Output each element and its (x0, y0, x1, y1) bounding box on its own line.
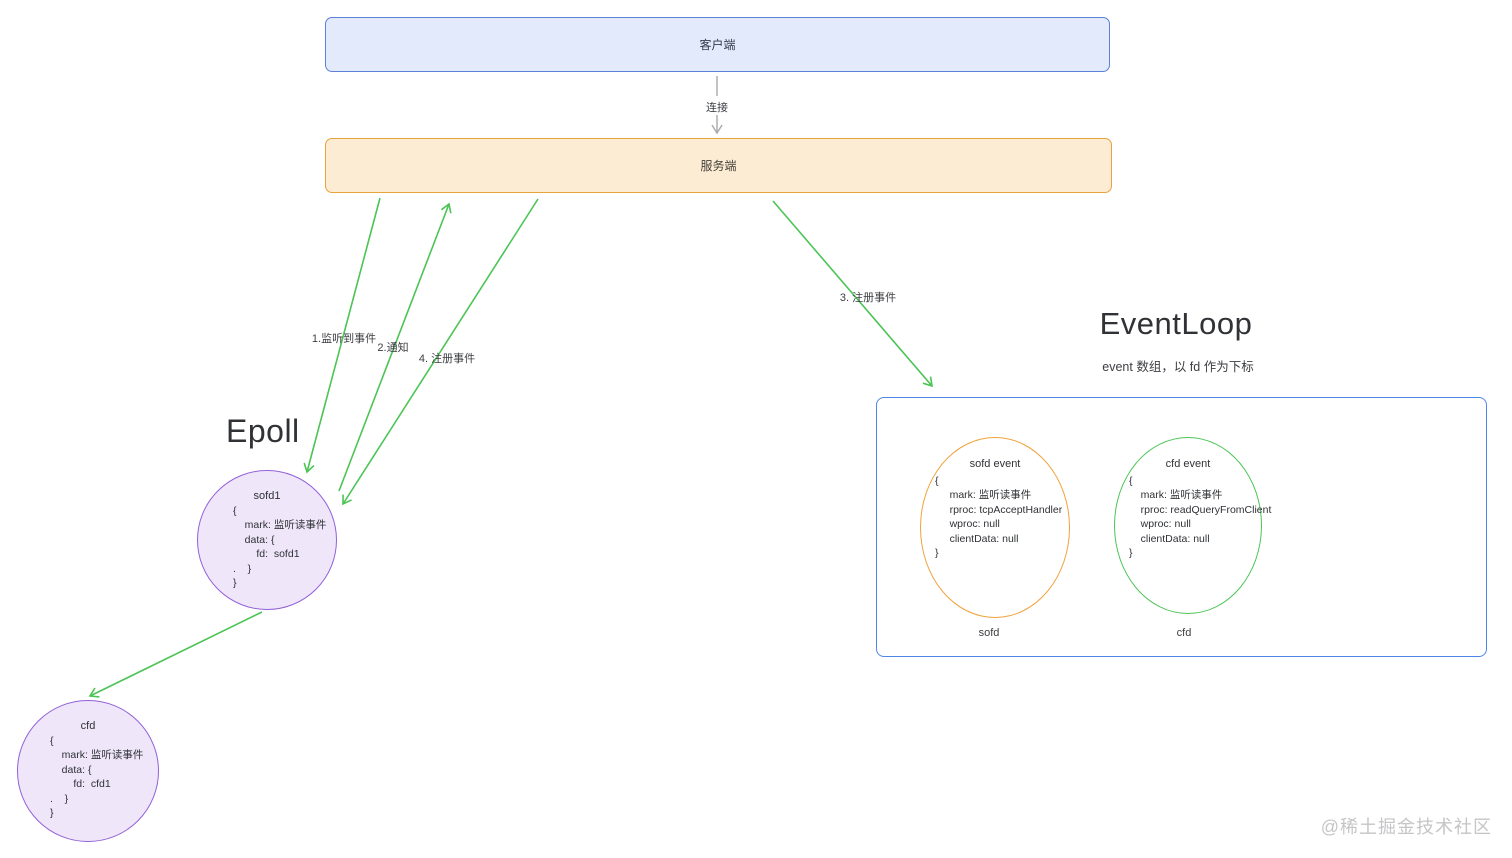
arrow-sofd-to-cfd (88, 611, 263, 698)
connect-label: 连接 (706, 102, 728, 114)
cfd-circle-title: cfd (80, 720, 96, 732)
arrow-label-listen: 1.监听到事件 (311, 333, 377, 345)
cfd-caption: cfd (1176, 627, 1192, 639)
cfd-event-ellipse: cfd event { mark: 监听读事件 rproc: readQuery… (1114, 437, 1272, 614)
epoll-title: Epoll (226, 413, 300, 449)
watermark: @稀土掘金技术社区 (1320, 817, 1492, 837)
server-box-label: 服务端 (700, 159, 737, 173)
server-box: 服务端 (325, 138, 1112, 193)
arrow-label-notify: 2.通知 (377, 342, 409, 354)
cfd-event-code: { mark: 监听读事件 rproc: readQueryFromClient… (1129, 475, 1272, 560)
epoll-cfd-circle: cfd { mark: 监听读事件 data: { fd: cfd1 . } } (17, 700, 159, 842)
cfd-circle-code: { mark: 监听读事件 data: { fd: cfd1 . } } (50, 735, 144, 820)
cfd-event-title: cfd event (1165, 458, 1211, 470)
sofd-event-code: { mark: 监听读事件 rproc: tcpAcceptHandler wp… (935, 475, 1063, 560)
sofd-circle-title: sofd1 (253, 490, 281, 502)
eventloop-title: EventLoop (1099, 306, 1253, 341)
arrow-label-register-3: 3. 注册事件 (839, 292, 897, 304)
sofd-event-title: sofd event (969, 458, 1021, 470)
eventloop-subtitle: event 数组，以 fd 作为下标 (1102, 360, 1254, 374)
sofd-circle-code: { mark: 监听读事件 data: { fd: sofd1 . } } (233, 505, 327, 590)
sofd-event-ellipse: sofd event { mark: 监听读事件 rproc: tcpAccep… (920, 437, 1070, 618)
client-box-label: 客户端 (699, 38, 736, 52)
sofd-caption: sofd (978, 627, 1000, 639)
arrow-label-register-4: 4. 注册事件 (418, 353, 476, 365)
client-box: 客户端 (325, 17, 1110, 72)
epoll-sofd-circle: sofd1 { mark: 监听读事件 data: { fd: sofd1 . … (197, 470, 337, 610)
